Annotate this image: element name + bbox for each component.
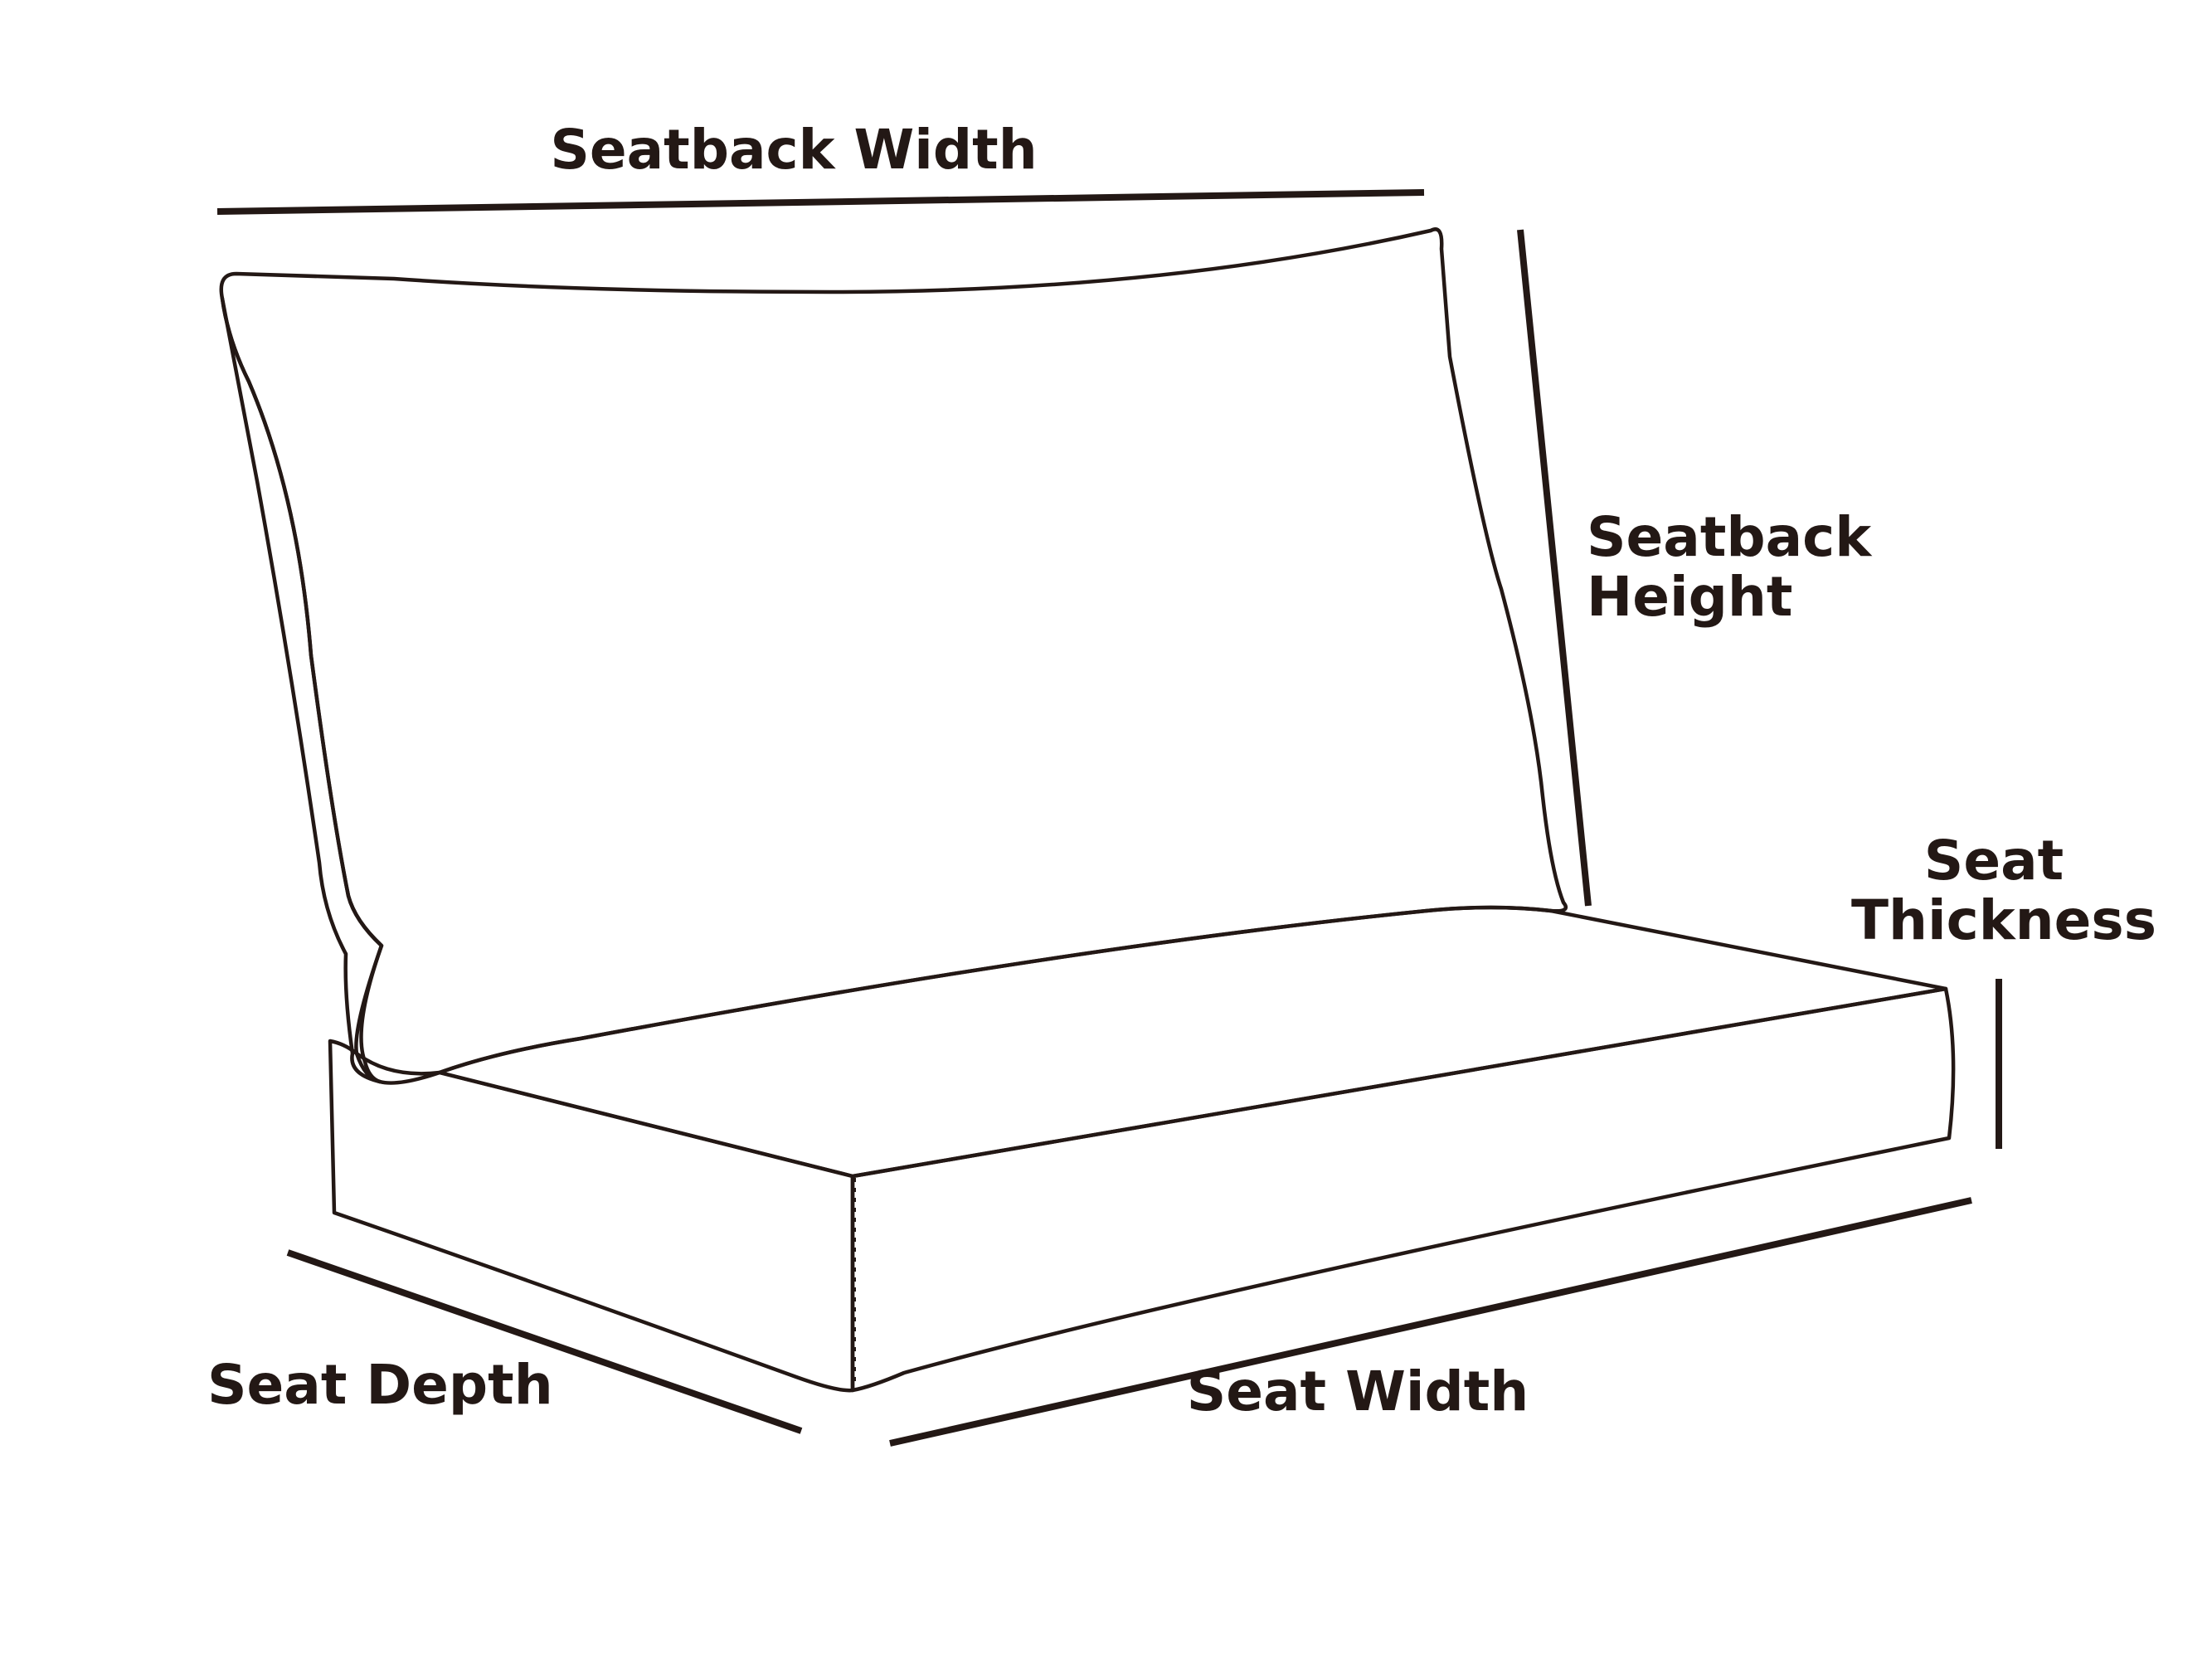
- seatback-width-label: Seatback Width: [550, 118, 1037, 182]
- seatback-height-label-line1: Seatback: [1587, 505, 1873, 569]
- seat-thickness-label-line2: Thickness: [1851, 888, 2156, 952]
- seat-top-face: [437, 905, 1948, 1179]
- seatback-width-dimension-line: [216, 189, 1425, 215]
- dimension-labels: Seatback Width Seatback Height Seat Thic…: [207, 118, 2156, 1423]
- seatback-height-dimension-line: [1517, 229, 1592, 907]
- seat-thickness-label-line1: Seat: [1924, 829, 2064, 893]
- dimension-lines: [216, 189, 2002, 1447]
- seat-front-face: [850, 986, 1956, 1393]
- seat-cushion: [328, 905, 1956, 1393]
- seat-width-label: Seat Width: [1187, 1360, 1529, 1423]
- seat-width-dimension-line: [889, 1197, 1972, 1447]
- seatback-side-face: [220, 296, 384, 1084]
- seat-depth-dimension-line: [286, 1249, 803, 1434]
- seatback-cushion: [219, 227, 1568, 1085]
- seatback-front-face: [219, 227, 1568, 1085]
- seatback-height-label-line2: Height: [1587, 565, 1792, 629]
- seat-side-face: [328, 1039, 855, 1393]
- seat-depth-label: Seat Depth: [207, 1353, 553, 1417]
